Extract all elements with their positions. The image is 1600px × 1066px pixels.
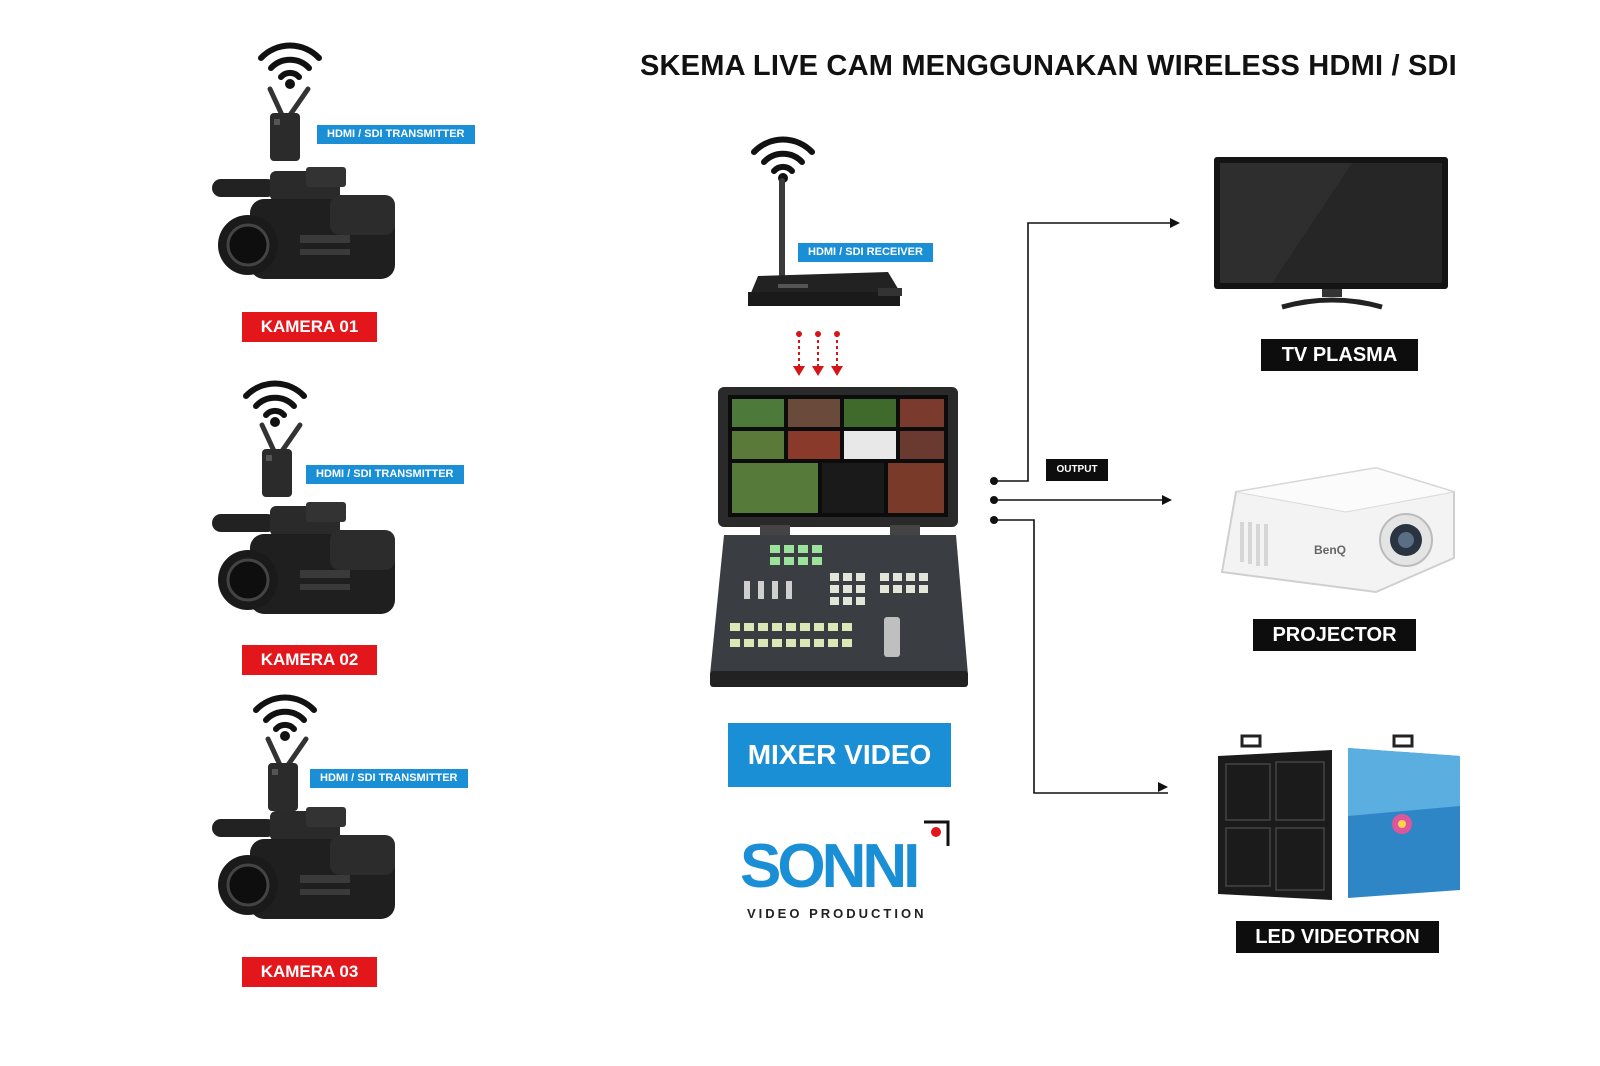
camera-label: KAMERA 01: [242, 312, 377, 342]
projector-icon: BenQ: [1206, 462, 1466, 612]
mixer-label: MIXER VIDEO: [728, 723, 951, 787]
transmitter-label: HDMI / SDI TRANSMITTER: [310, 769, 468, 788]
logo-mark: [920, 818, 952, 850]
camera-icon: [210, 805, 400, 935]
output-connector-led: [990, 515, 1190, 815]
output-connectors: [990, 215, 1190, 555]
camera-icon: [210, 165, 400, 295]
tv-icon: [1212, 155, 1452, 315]
receiver-label: HDMI / SDI RECEIVER: [798, 243, 933, 262]
transmitter-label: HDMI / SDI TRANSMITTER: [317, 125, 475, 144]
mixer-icon: [700, 385, 980, 695]
transmitter-icon: [248, 735, 318, 815]
camera-label: KAMERA 02: [242, 645, 377, 675]
logo-text: SONNI: [740, 836, 916, 898]
camera-icon: [210, 500, 400, 630]
output-label-led: LED VIDEOTRON: [1236, 921, 1439, 953]
led-panel-icon: [1212, 736, 1462, 906]
camera-unit-1: HDMI / SDI TRANSMITTER KAMERA 01: [210, 40, 480, 360]
camera-unit-3: HDMI / SDI TRANSMITTER KAMERA 03: [210, 692, 480, 1012]
transmitter-label: HDMI / SDI TRANSMITTER: [306, 465, 464, 484]
diagram-title: SKEMA LIVE CAM MENGGUNAKAN WIRELESS HDMI…: [640, 50, 1457, 83]
output-label-projector: PROJECTOR: [1253, 619, 1416, 651]
signal-arrows: [790, 330, 850, 380]
transmitter-icon: [250, 85, 320, 165]
logo-tagline: VIDEO PRODUCTION: [747, 906, 926, 921]
output-label-tv: TV PLASMA: [1261, 339, 1418, 371]
projector-brand-text: BenQ: [1314, 543, 1346, 557]
transmitter-icon: [242, 421, 312, 501]
camera-unit-2: HDMI / SDI TRANSMITTER KAMERA 02: [210, 378, 480, 698]
output-label: OUTPUT: [1046, 459, 1108, 481]
camera-label: KAMERA 03: [242, 957, 377, 987]
wifi-icon: [255, 40, 325, 90]
